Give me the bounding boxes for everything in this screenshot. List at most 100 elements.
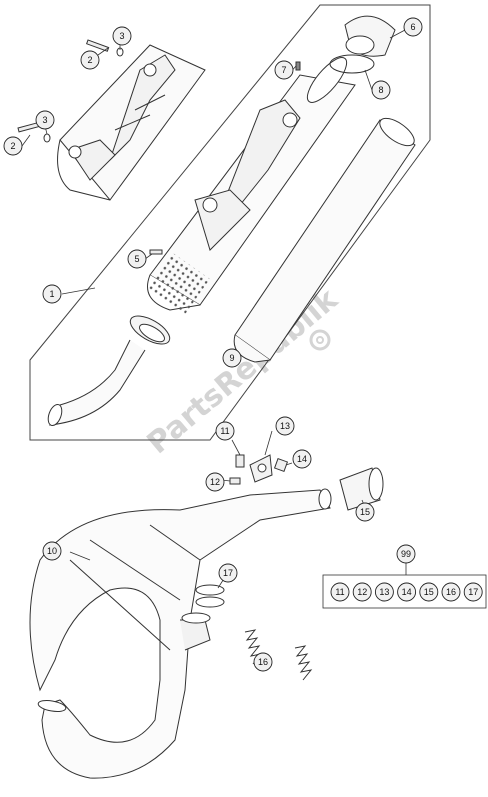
kit-item-label: 15 [424, 587, 434, 597]
callout-c12: 12 [205, 472, 225, 492]
callout-c2b: 2 [3, 136, 23, 156]
callout-circle [371, 80, 391, 100]
exhaust-pipe-part-10 [29, 488, 332, 779]
kit-item-circle [330, 582, 350, 602]
callout-c8: 8 [371, 80, 391, 100]
callout-label: 3 [42, 115, 47, 125]
bolt-part-12 [229, 477, 241, 485]
callout-circle [127, 249, 147, 269]
kit-item: 14 [397, 582, 417, 602]
kit-item-label: 11 [335, 587, 344, 597]
kit-item: 13 [374, 582, 394, 602]
callout-c13: 13 [275, 416, 295, 436]
callout-c1: 1 [42, 284, 62, 304]
callout-c15: 15 [355, 502, 375, 522]
kit-items: 11 12 13 14 15 16 17 [330, 582, 483, 602]
callout-label: 10 [47, 546, 57, 556]
kit-item-circle [397, 582, 417, 602]
callout-c7: 7 [274, 60, 294, 80]
callout-circle [215, 421, 235, 441]
coupling-sleeve-part-15 [339, 467, 384, 511]
kit-item-circle [441, 582, 461, 602]
callout-c11: 11 [215, 421, 235, 441]
callout-c5: 5 [127, 249, 147, 269]
callout-circle [218, 563, 238, 583]
callout-label: 12 [210, 477, 220, 487]
kit-item-circle [374, 582, 394, 602]
callout-label: 13 [280, 421, 290, 431]
kit-item: 17 [463, 582, 483, 602]
callout-circle [275, 416, 295, 436]
kit-item-circle [419, 582, 439, 602]
callout-c17: 17 [218, 563, 238, 583]
callout-c3a: 3 [112, 26, 132, 46]
callout-label: 99 [401, 549, 411, 559]
callout-label: 14 [297, 454, 307, 464]
callout-circle [42, 284, 62, 304]
callout-label: 16 [258, 657, 268, 667]
callout-label: 1 [49, 289, 54, 299]
callout-circle [253, 652, 273, 672]
callout-circle [396, 544, 416, 564]
kit-item: 16 [441, 582, 461, 602]
callout-label: 8 [378, 85, 383, 95]
callout-label: 6 [410, 22, 415, 32]
callout-circle [205, 472, 225, 492]
callout-c16: 16 [253, 652, 273, 672]
callout-c3b: 3 [35, 110, 55, 130]
kit-item-label: 16 [446, 587, 456, 597]
gear-icon [309, 329, 331, 351]
callout-label: 15 [360, 507, 370, 517]
callout-label: 3 [119, 31, 124, 41]
callout-c14: 14 [292, 449, 312, 469]
kit-item: 12 [352, 582, 372, 602]
kit-item-label: 17 [468, 587, 478, 597]
callout-label: 2 [10, 141, 15, 151]
bolt-part-11 [235, 454, 245, 468]
callout-c99: 99 [396, 544, 416, 564]
o-ring-part-8 [329, 54, 375, 74]
silencer-part-1 [47, 57, 356, 427]
screw-part-5 [149, 249, 163, 255]
callout-label: 7 [281, 65, 286, 75]
callout-label: 2 [87, 55, 92, 65]
kit-item-label: 13 [379, 587, 389, 597]
callout-label: 17 [223, 568, 233, 578]
washer-part-3 [43, 47, 124, 143]
callout-circle [35, 110, 55, 130]
kit-item-label: 14 [402, 587, 412, 597]
packing-sleeve-part-9 [233, 117, 416, 363]
callout-circle [112, 26, 132, 46]
callout-circle [274, 60, 294, 80]
spring-part-16 [244, 629, 313, 681]
callout-label: 9 [229, 353, 234, 363]
kit-item-circle [352, 582, 372, 602]
silencer-assembly-outline [29, 4, 431, 441]
callout-circle [355, 502, 375, 522]
callout-c2a: 2 [80, 50, 100, 70]
callout-circle [42, 541, 62, 561]
callout-c9: 9 [222, 348, 242, 368]
callout-label: 5 [134, 254, 139, 264]
o-ring-part-17 [195, 584, 225, 608]
kit-item: 11 [330, 582, 350, 602]
callout-circle [3, 136, 23, 156]
rivet-part-7 [295, 61, 301, 71]
callout-c6: 6 [403, 17, 423, 37]
callout-circle [403, 17, 423, 37]
nut-part-14 [273, 457, 289, 473]
callout-circle [292, 449, 312, 469]
kit-item-circle [463, 582, 483, 602]
kit-item-label: 12 [357, 587, 367, 597]
callout-c10: 10 [42, 541, 62, 561]
kit-item: 15 [419, 582, 439, 602]
bracket-part-13 [249, 454, 273, 483]
callout-label: 11 [220, 426, 229, 436]
callout-circle [222, 348, 242, 368]
end-cap-part-6 [344, 15, 396, 57]
silencer-mount-inset [57, 44, 206, 201]
callout-circle [80, 50, 100, 70]
